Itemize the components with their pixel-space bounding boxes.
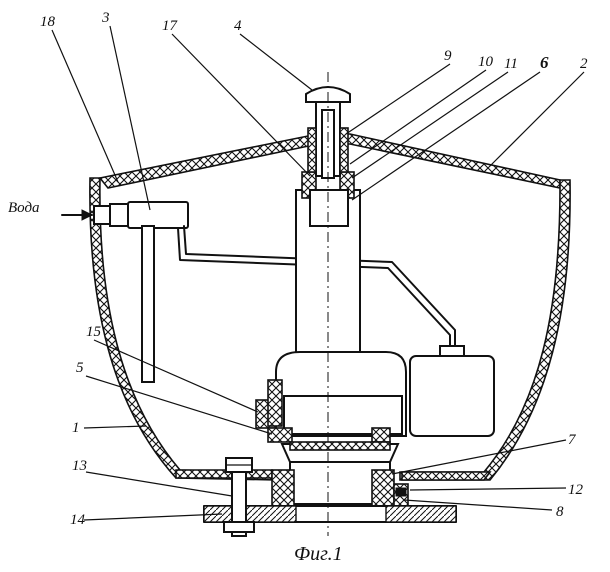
callout-9: 9 — [444, 48, 452, 64]
callout-18: 18 — [40, 14, 56, 30]
inlet-label: Вода — [8, 200, 40, 216]
float — [409, 345, 495, 437]
callout-5: 5 — [76, 360, 84, 376]
drain-assembly — [271, 461, 409, 507]
callout-8: 8 — [556, 504, 564, 520]
tank-bottom-right — [401, 471, 492, 481]
mounting-bolt — [223, 457, 255, 537]
tank-body-wall — [89, 177, 281, 481]
figure-caption: Фиг.1 — [294, 543, 343, 565]
tank-bottom — [175, 469, 273, 479]
central-column — [295, 86, 361, 359]
callout-17: 17 — [162, 18, 179, 34]
base-plate — [203, 505, 457, 523]
leader-lines — [51, 25, 585, 521]
callout-10: 10 — [478, 54, 494, 70]
callout-4: 4 — [234, 18, 242, 34]
inlet-valve — [61, 201, 456, 383]
callout-1: 1 — [72, 420, 80, 436]
valve-housing — [255, 351, 407, 463]
callout-6: 6 — [540, 53, 549, 72]
callout-13: 13 — [72, 458, 87, 474]
callout-2: 2 — [580, 56, 588, 72]
callout-14: 14 — [70, 512, 86, 528]
callout-3: 3 — [101, 10, 110, 26]
callout-12: 12 — [568, 482, 584, 498]
callout-11: 11 — [504, 56, 518, 72]
callout-7: 7 — [568, 432, 577, 448]
tank-body-wall-right — [399, 179, 571, 481]
callout-15: 15 — [86, 324, 102, 340]
